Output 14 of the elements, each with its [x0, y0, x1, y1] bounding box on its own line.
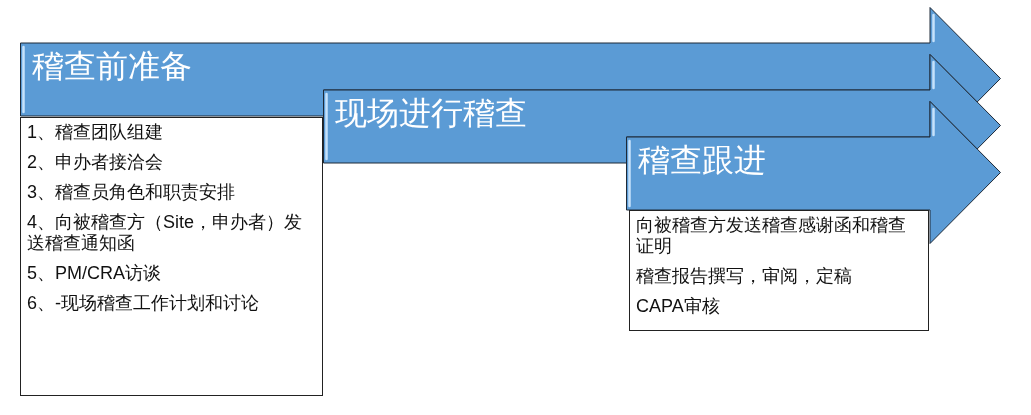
- list-item: 2、申办者接洽会: [27, 152, 164, 173]
- stage-title: 稽查跟进: [638, 143, 766, 179]
- list-item: 向被稽查方发送稽查感谢函和稽查证明: [636, 215, 907, 257]
- list-box: [629, 210, 929, 331]
- list-item: 5、PM/CRA访谈: [27, 263, 162, 284]
- stage-title: 现场进行稽查: [335, 96, 527, 132]
- list-item: CAPA审核: [636, 296, 721, 317]
- list-item: 稽查报告撰写，审阅，定稿: [636, 266, 853, 287]
- list-box: [20, 117, 323, 396]
- list-item: 1、稽查团队组建: [27, 122, 164, 143]
- list-item: 4、向被稽查方（Site，申办者）发送稽查通知函: [27, 212, 304, 254]
- list-item: 6、-现场稽查工作计划和讨论: [27, 293, 260, 314]
- stage-title: 稽查前准备: [32, 49, 192, 85]
- list-item: 3、稽查员角色和职责安排: [27, 182, 236, 203]
